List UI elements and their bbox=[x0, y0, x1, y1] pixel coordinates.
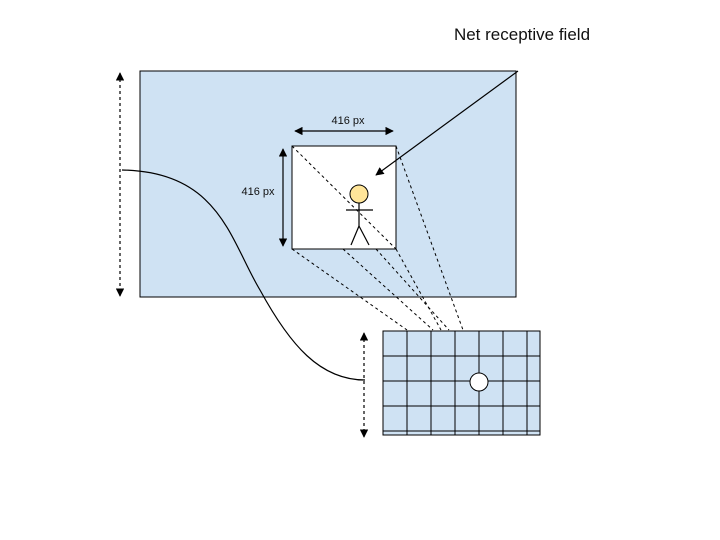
height-label: 416 px bbox=[241, 186, 275, 198]
receptive-field-diagonal bbox=[291, 145, 397, 250]
arrow-icon bbox=[375, 70, 519, 176]
receptive-field-label: Net receptive field bbox=[454, 25, 590, 44]
width-label: 416 px bbox=[331, 115, 365, 127]
connecting-curve bbox=[121, 169, 366, 381]
stick-figure-icon bbox=[346, 184, 373, 246]
feature-map-grid bbox=[382, 330, 541, 436]
projection-lines bbox=[291, 145, 464, 331]
highlighted-cell bbox=[469, 372, 489, 392]
